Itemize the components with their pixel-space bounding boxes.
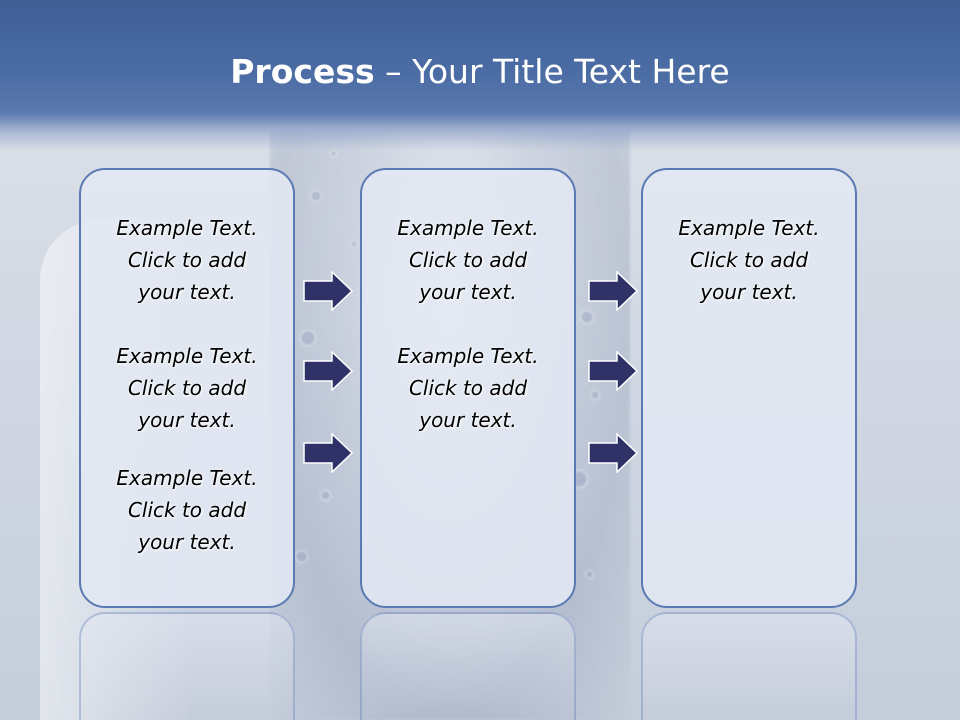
text-placeholder[interactable]: Example Text. Click to add your text. [81,212,293,308]
text-line: Click to add [408,248,528,272]
text-placeholder[interactable]: Example Text. Click to add your text. [81,462,293,558]
process-box-3[interactable]: Example Text. Click to add your text. [641,168,857,608]
process-box-1[interactable]: Example Text. Click to add your text. Ex… [79,168,295,608]
text-line: Click to add [127,376,247,400]
text-line: your text. [138,530,236,554]
process-box-2[interactable]: Example Text. Click to add your text. Ex… [360,168,576,608]
text-line: Example Text. [397,216,539,240]
text-line: Click to add [127,248,247,272]
bubble [350,240,358,248]
bubble [295,550,308,563]
title-bold: Process [230,52,375,91]
bubble [590,390,600,400]
arrow-right-icon [588,271,638,311]
arrow-right-icon [588,433,638,473]
text-line: Click to add [689,248,809,272]
text-line: your text. [419,280,517,304]
box-reflection [360,612,576,720]
title-rest: – Your Title Text Here [374,52,730,91]
bubble [300,330,316,346]
text-placeholder[interactable]: Example Text. Click to add your text. [643,212,855,308]
arrow-right-icon [303,433,353,473]
box-reflection [79,612,295,720]
bubble [585,570,594,579]
slide-title[interactable]: Process – Your Title Text Here [0,52,960,91]
text-placeholder[interactable]: Example Text. Click to add your text. [81,340,293,436]
arrow-right-icon [303,351,353,391]
bubble [330,150,337,157]
arrow-right-icon [303,271,353,311]
text-line: Example Text. [116,466,258,490]
text-placeholder[interactable]: Example Text. Click to add your text. [362,212,574,308]
title-band [0,0,960,150]
bubble [320,490,331,501]
text-line: your text. [138,280,236,304]
text-line: Click to add [408,376,528,400]
box-reflection [641,612,857,720]
text-line: Example Text. [397,344,539,368]
text-line: Example Text. [678,216,820,240]
bubble [310,190,322,202]
text-line: Example Text. [116,344,258,368]
text-line: Example Text. [116,216,258,240]
text-line: Click to add [127,498,247,522]
text-line: your text. [419,408,517,432]
arrow-right-icon [588,351,638,391]
text-placeholder[interactable]: Example Text. Click to add your text. [362,340,574,436]
text-line: your text. [700,280,798,304]
text-line: your text. [138,408,236,432]
bubble [580,310,594,324]
